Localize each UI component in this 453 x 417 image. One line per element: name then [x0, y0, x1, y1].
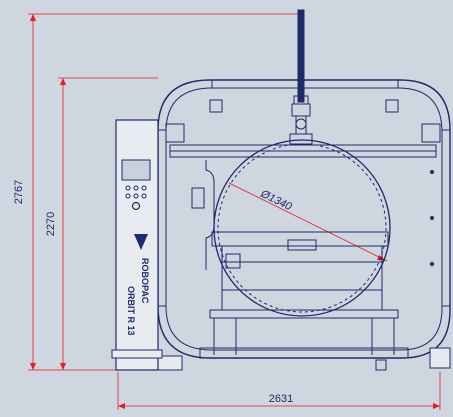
cart-carriage	[287, 239, 317, 251]
hmi-screen	[121, 159, 151, 181]
bolt	[430, 216, 434, 220]
bolt	[430, 170, 434, 174]
bolt	[430, 262, 434, 266]
cabinet-body	[115, 119, 159, 371]
rotating-ring-inner	[217, 143, 387, 313]
brand-logo-icon	[134, 234, 148, 250]
control-button-icon	[125, 193, 131, 199]
side-box	[191, 187, 205, 209]
vertical-mast	[297, 9, 305, 103]
base-rail	[199, 347, 409, 359]
corner-bracket	[165, 123, 185, 143]
mast-pivot	[295, 118, 307, 130]
control-button-icon	[125, 185, 131, 191]
control-button-icon	[133, 193, 139, 199]
arrow-overall-top	[30, 14, 36, 21]
cabinet-base	[111, 349, 163, 359]
frame-height-label: 2270	[45, 212, 57, 236]
mast-head	[291, 103, 311, 117]
side-guard	[205, 160, 215, 270]
foot-right	[429, 347, 451, 369]
overall-height-label: 2767	[13, 180, 25, 204]
cart-motor	[225, 253, 241, 269]
corner-bracket	[209, 99, 223, 113]
arrow-frame-bottom	[60, 363, 66, 370]
panel-model-label: ORBIT R 13	[126, 286, 136, 336]
arrow-frame-top	[60, 78, 66, 85]
foot-small	[375, 359, 387, 371]
corner-bracket	[421, 123, 441, 143]
lower-beam	[209, 309, 399, 319]
ring-diameter-line	[228, 182, 388, 262]
machine	[149, 9, 451, 371]
arrow-width-left	[118, 403, 125, 409]
control-cabinet: ROBOPAC ORBIT R 13	[111, 119, 163, 371]
ring-diameter-label: Ø1340	[258, 187, 295, 213]
outer-frame-inner-edge	[165, 87, 443, 351]
control-button-icon	[141, 185, 147, 191]
corner-bracket	[385, 99, 399, 113]
emergency-stop-icon	[131, 201, 141, 211]
ring-cart-body	[221, 245, 383, 311]
mast-base	[289, 133, 313, 145]
dimension-lines	[28, 13, 441, 410]
control-button-icon	[133, 185, 139, 191]
control-button-icon	[141, 193, 147, 199]
ring-cart-top	[211, 231, 389, 247]
brand-mark: ROBOPAC	[140, 258, 150, 304]
overall-width-label: 2631	[269, 393, 293, 405]
arrow-width-right	[433, 403, 440, 409]
arrow-overall-bottom	[30, 363, 36, 370]
